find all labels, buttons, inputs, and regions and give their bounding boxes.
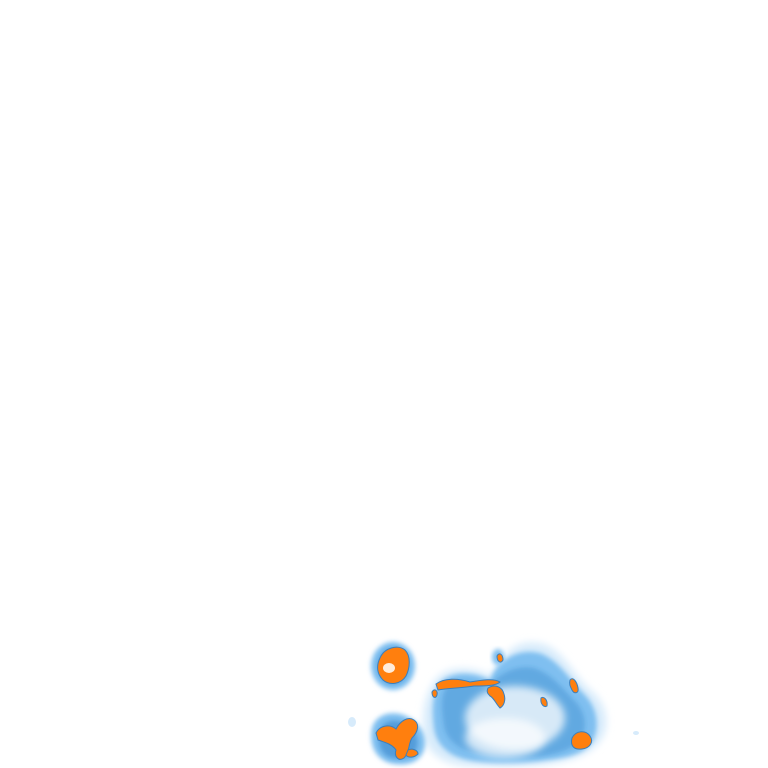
orange-patch-lower-left-tail: [405, 748, 419, 758]
orange-patch-lower-right: [571, 731, 593, 750]
orange-patch-arc-hook: [486, 685, 506, 709]
orange-patch-right-drop: [569, 678, 579, 694]
orange-patch-arc: [435, 678, 501, 691]
orange-patch-lower-left: [375, 718, 419, 760]
blue-cloud-main: [423, 642, 607, 768]
orange-patch-small-1: [431, 689, 438, 698]
orange-patches: [375, 646, 593, 760]
orange-patch-right-small: [540, 697, 548, 707]
orange-patch-small-2: [496, 653, 504, 663]
